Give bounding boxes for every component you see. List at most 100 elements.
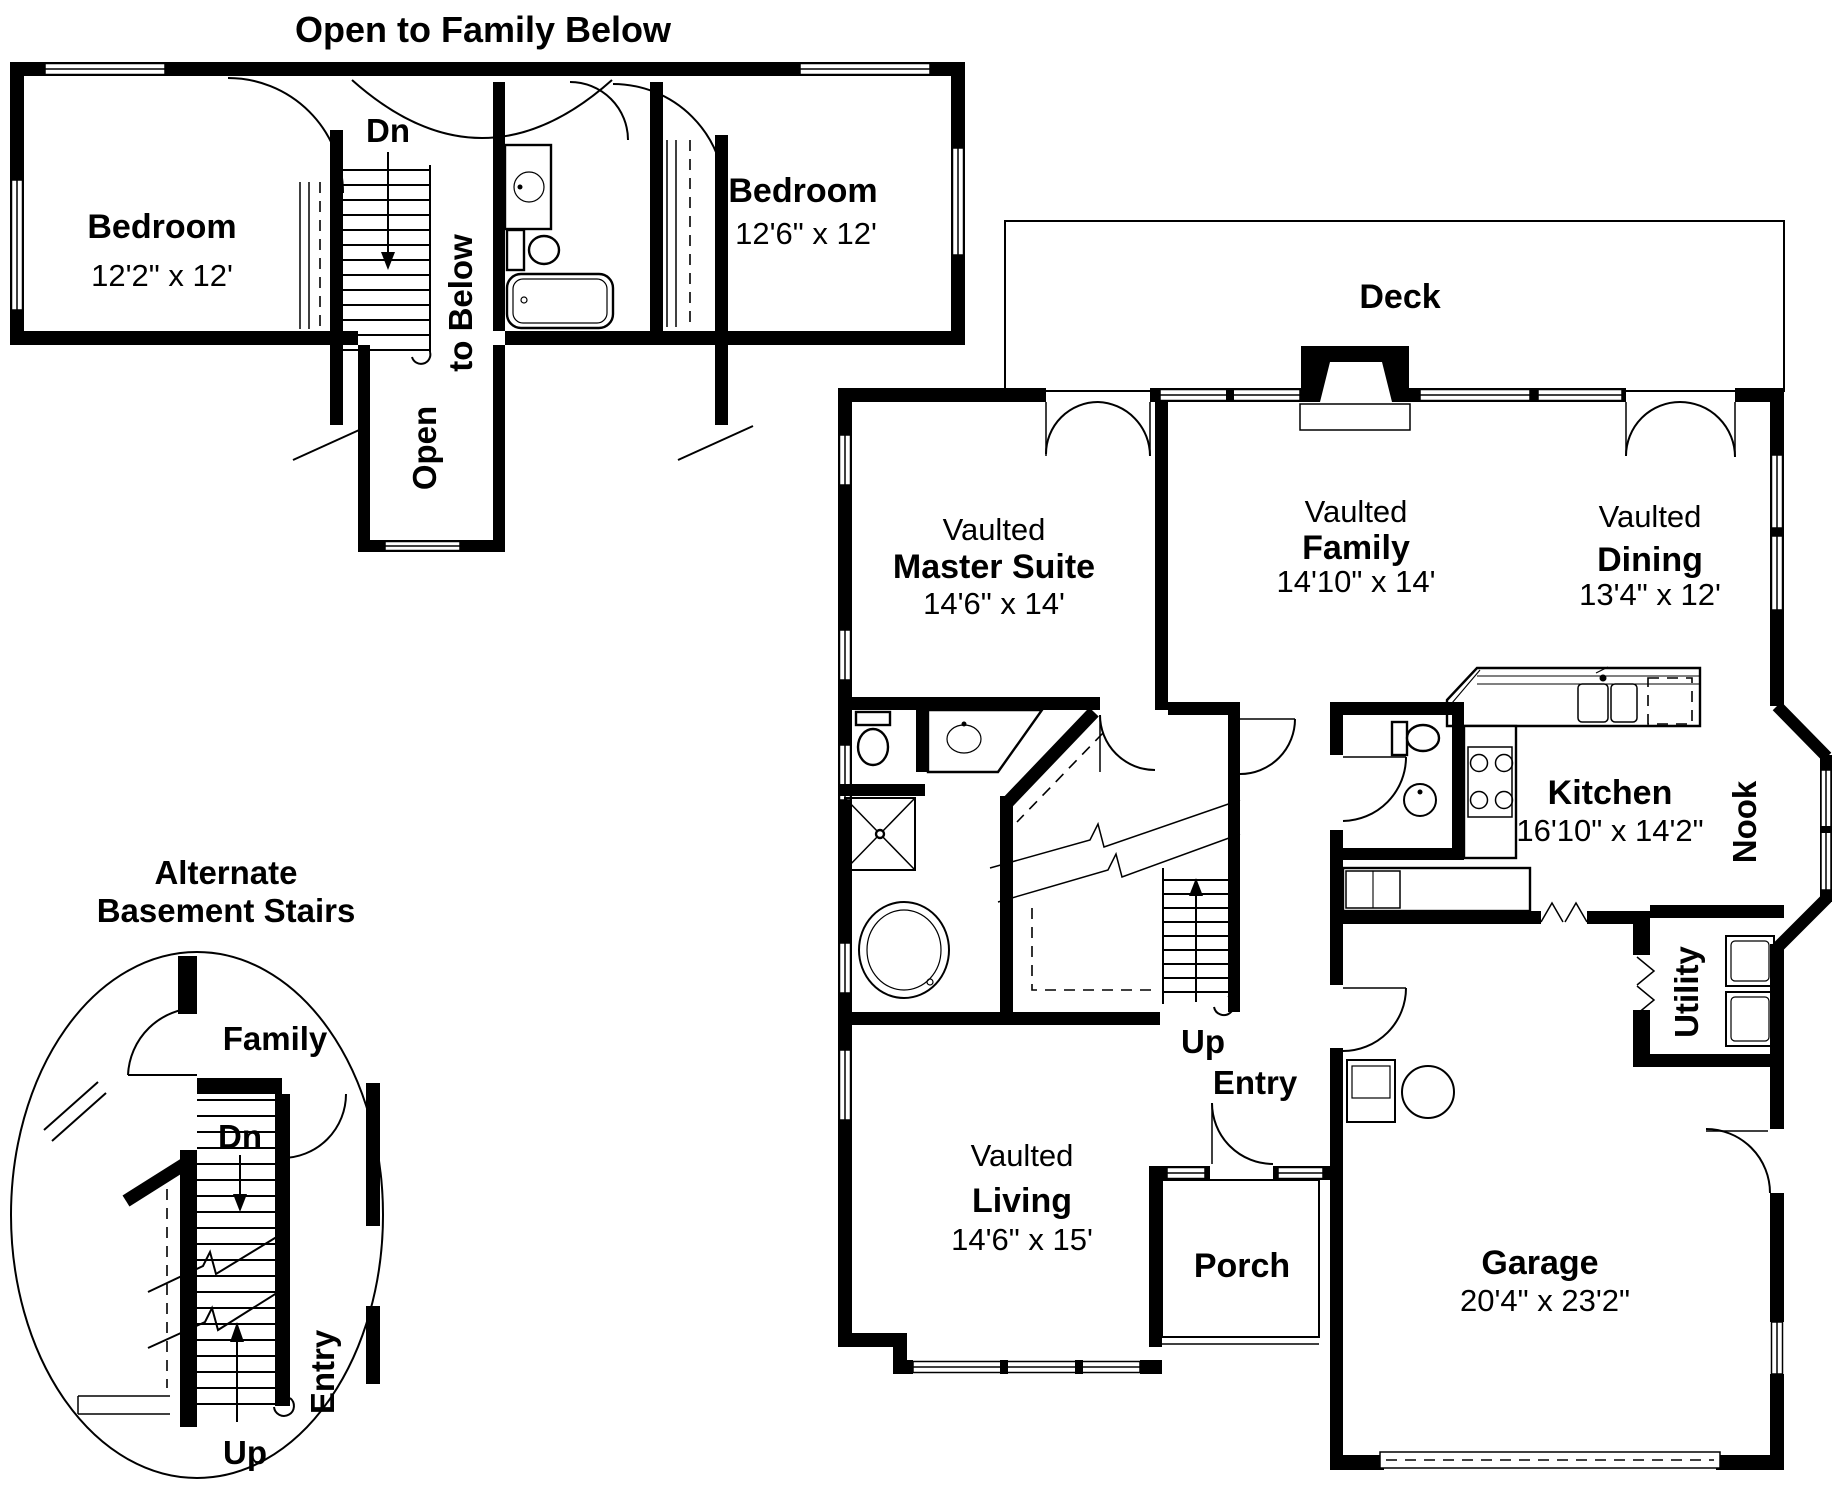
kitchen-name: Kitchen [1548, 774, 1673, 812]
washer-icon [1725, 935, 1775, 987]
main-top-wall [838, 388, 1784, 402]
dining-dims: 13'4" x 12' [1579, 577, 1721, 612]
upper-closets [299, 140, 691, 329]
alt-up-label: Up [223, 1434, 267, 1471]
family-name: Family [1302, 529, 1410, 567]
closet-rod-dash2 [1031, 908, 1152, 991]
furnace-icon [1346, 1059, 1396, 1123]
detail-bubble [10, 951, 384, 1479]
dining-prefix: Vaulted [1599, 499, 1702, 534]
closet-rod-dash [1016, 732, 1104, 823]
bedroom-left-door-arc [227, 77, 344, 194]
master-entry-door-arc [1099, 714, 1156, 771]
master-suite-walls [838, 402, 1228, 1025]
water-heater-icon [1401, 1065, 1455, 1119]
open-label: Open [406, 406, 443, 490]
alt-break-line-2 [147, 1285, 289, 1349]
vanity [503, 143, 553, 231]
master-bath-fixtures [844, 708, 1152, 999]
toilet-tank [1390, 720, 1409, 757]
alt-title-line1: Alternate [154, 854, 297, 891]
main-right-wall [1705, 395, 1832, 1470]
entry-label: Entry [1213, 1064, 1298, 1101]
living-prefix: Vaulted [971, 1138, 1074, 1173]
master-french-doors [1045, 401, 1151, 457]
porch-label: Porch [1194, 1247, 1290, 1285]
kitchen-dims: 16'10" x 14'2" [1516, 813, 1703, 848]
island-counter [1445, 666, 1702, 728]
bedroom-right-dims: 12'6" x 12' [735, 216, 877, 251]
upper-floor-plan: Open to Family Below Dn Bedroom 12'2" x … [10, 9, 965, 552]
vanity [926, 708, 1045, 774]
hall-closet-door-arc [1239, 718, 1296, 775]
upper-dn-label: Dn [366, 112, 410, 149]
garage [1342, 987, 1784, 1470]
dining-name: Dining [1597, 541, 1703, 579]
toilet-tank [505, 228, 526, 272]
alt-doors [127, 1007, 347, 1159]
upper-stairs-down [343, 152, 432, 365]
upper-title-label: Open to Family Below [295, 9, 672, 50]
front-door-arc [1211, 1102, 1274, 1165]
bay-upper-diagonal [1772, 701, 1832, 762]
sink-icon [513, 171, 545, 203]
master-prefix: Vaulted [943, 512, 1046, 547]
bathroom-door-arc [569, 81, 629, 141]
dishwasher [1647, 677, 1693, 725]
deck-label: Deck [1359, 278, 1440, 316]
living-front-wall [838, 1333, 1162, 1374]
tub-icon [858, 901, 950, 999]
upper-windows [10, 62, 965, 552]
alt-family-label: Family [223, 1020, 328, 1057]
entry-garage-door-arc [1342, 987, 1407, 1052]
break-line-right [677, 425, 754, 461]
porch-outline [1161, 1179, 1320, 1338]
main-stairs-up [989, 702, 1296, 1017]
to-below-label: to Below [442, 234, 479, 372]
living-name: Living [972, 1182, 1072, 1220]
upper-bathroom-fixtures [503, 143, 615, 330]
master-dims: 14'6" x 14' [923, 586, 1065, 621]
family-prefix: Vaulted [1305, 494, 1408, 529]
bay-lower-diagonal [1772, 893, 1832, 953]
sink-icon [1403, 783, 1437, 817]
lower-counter [1341, 866, 1532, 913]
utility-room [1633, 905, 1784, 1067]
utility-label: Utility [1668, 946, 1705, 1038]
dryer-icon [1725, 991, 1775, 1047]
powder-door-arc [1342, 756, 1407, 822]
garage-side-door-arc [1705, 1128, 1771, 1194]
alt-cut-wall-stubs [43, 1081, 170, 1415]
powder-room [1330, 702, 1464, 1470]
master-name: Master Suite [893, 548, 1095, 586]
overlook-rail-curve [351, 79, 613, 139]
alt-break-line-1 [147, 1229, 289, 1293]
alt-title-line2: Basement Stairs [97, 892, 356, 929]
bedroom-left-name: Bedroom [87, 208, 236, 246]
bedroom-right-door-arc [612, 83, 726, 197]
up-label: Up [1181, 1023, 1225, 1060]
alt-walls [122, 956, 380, 1427]
living-dims: 14'6" x 15' [951, 1222, 1093, 1257]
hearth [1299, 403, 1411, 431]
upper-exterior-walls [10, 62, 965, 345]
alternate-basement-stairs-detail: Alternate Basement Stairs Family Dn Up E… [10, 854, 384, 1479]
bedroom-left-dims: 12'2" x 12' [91, 258, 233, 293]
alt-entry-label: Entry [304, 1329, 341, 1414]
entry-and-porch [1149, 1102, 1330, 1347]
kitchen-counters [1341, 666, 1702, 913]
toilet-tank [854, 710, 892, 727]
upper-interior-walls [330, 82, 728, 552]
alt-dn-label: Dn [218, 1118, 262, 1155]
garage-name: Garage [1481, 1244, 1598, 1282]
alt-arrows [230, 1155, 247, 1422]
tub-icon [505, 272, 615, 330]
range-icon [1467, 746, 1513, 818]
toilet-icon [856, 727, 890, 767]
shower-icon [844, 797, 916, 871]
sink-icon [1577, 683, 1609, 723]
down-arrow-head [381, 252, 395, 270]
garage-dims: 20'4" x 23'2" [1460, 1283, 1630, 1318]
